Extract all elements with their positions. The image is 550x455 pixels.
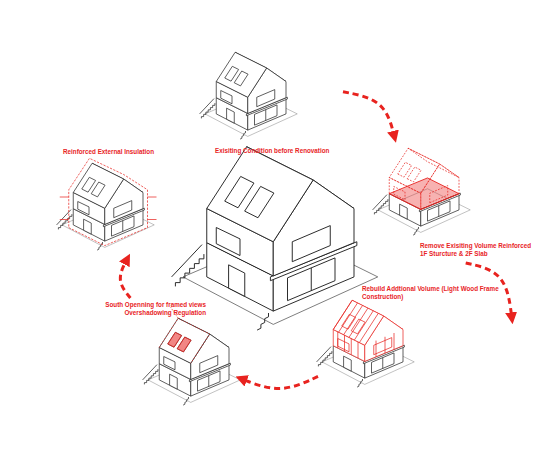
stage-caption: Remove Exisiting Volume Reinforced 1F St…: [420, 242, 535, 258]
stage-panel: Remove Exisiting Volume Reinforced 1F St…: [370, 138, 535, 263]
roof-opening: [168, 332, 191, 352]
stage-panel: South Openning for framed views Overshad…: [66, 298, 240, 405]
removal-sketch: [373, 148, 471, 235]
rebuild-sketch: [317, 300, 415, 387]
stage-caption: Reinforced External Insulation: [63, 148, 163, 156]
cycle-arrow: [466, 263, 512, 319]
stage-panel: Exisiting Condition before Renovation: [195, 48, 343, 163]
opening-sketch: [143, 307, 241, 405]
stage-panel: Rebuild Addtional Volume (Light Wood Fra…: [318, 283, 512, 397]
cycle-arrow: [240, 376, 318, 388]
stage-caption: South Openning for framed views Overshad…: [66, 301, 206, 317]
stage-panel: Reinforced External Insulation: [55, 144, 162, 258]
insulation-sketch: [57, 158, 157, 250]
existing-house: [200, 52, 298, 139]
timber-frame: [333, 300, 394, 358]
cycle-arrow: [343, 92, 395, 138]
stage-caption: Rebuild Addtional Volume (Light Wood Fra…: [362, 285, 512, 301]
cycle-arrow: [120, 258, 130, 298]
insulation-outline: [60, 158, 157, 245]
stage-caption: Exisiting Condition before Renovation: [215, 147, 343, 155]
